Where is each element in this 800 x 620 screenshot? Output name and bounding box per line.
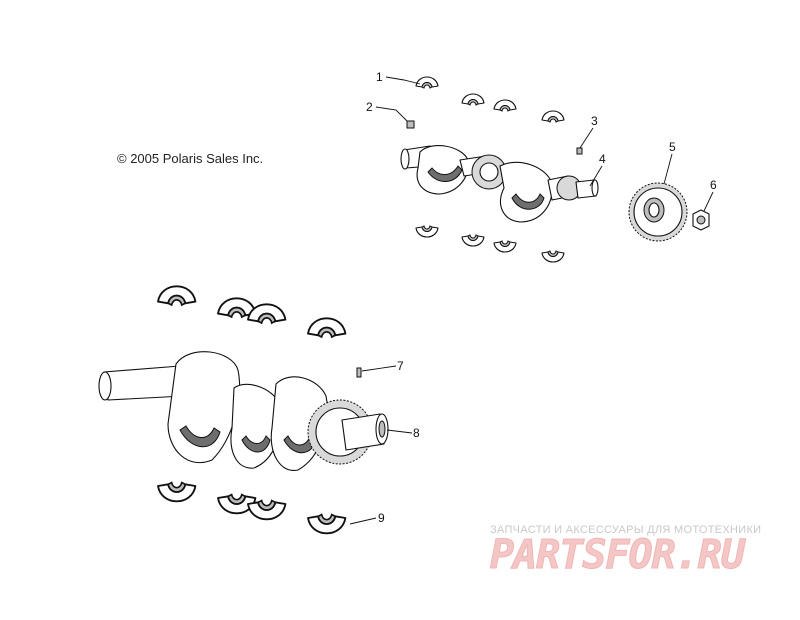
lower-crankshaft xyxy=(98,351,389,471)
watermark-logo: PARTSFOR.RU xyxy=(490,532,746,579)
upper-bearing-shells-bottom xyxy=(415,225,565,263)
svg-text:2: 2 xyxy=(366,100,373,114)
callout-6: 6 xyxy=(703,178,717,212)
callout-3: 3 xyxy=(579,114,598,149)
upper-crankshaft-assembly xyxy=(400,76,710,263)
lower-pin xyxy=(356,367,362,378)
woodruff-key-small xyxy=(406,120,415,129)
lower-crankshaft-assembly xyxy=(98,285,389,535)
svg-text:9: 9 xyxy=(378,511,385,525)
callout-4: 4 xyxy=(589,152,606,187)
svg-text:7: 7 xyxy=(397,359,404,373)
svg-text:6: 6 xyxy=(710,178,717,192)
drive-gear xyxy=(628,182,688,242)
svg-text:4: 4 xyxy=(599,152,606,166)
lower-bearing-shells-bottom xyxy=(157,481,347,535)
callout-2: 2 xyxy=(366,100,408,122)
lower-bearing-shells-top xyxy=(157,285,347,338)
copyright-notice: © 2005 Polaris Sales Inc. xyxy=(117,151,264,166)
watermark-tagline: ЗАПЧАСТИ И АКСЕССУАРЫ ДЛЯ МОТОТЕХНИКИ xyxy=(490,524,762,536)
svg-text:5: 5 xyxy=(669,140,676,154)
svg-text:3: 3 xyxy=(591,114,598,128)
svg-text:8: 8 xyxy=(413,426,420,440)
pin-small xyxy=(576,147,583,155)
watermark-logo-text: PARTSFOR.RU xyxy=(490,532,746,579)
gear-nut xyxy=(692,209,710,231)
callout-8: 8 xyxy=(386,426,420,440)
callout-1: 1 xyxy=(376,70,421,85)
callout-9: 9 xyxy=(349,511,385,525)
svg-text:1: 1 xyxy=(376,70,383,84)
upper-crankshaft xyxy=(400,145,599,223)
callout-5: 5 xyxy=(663,140,676,185)
upper-bearing-shells-top xyxy=(415,76,565,123)
callout-7: 7 xyxy=(361,359,404,373)
